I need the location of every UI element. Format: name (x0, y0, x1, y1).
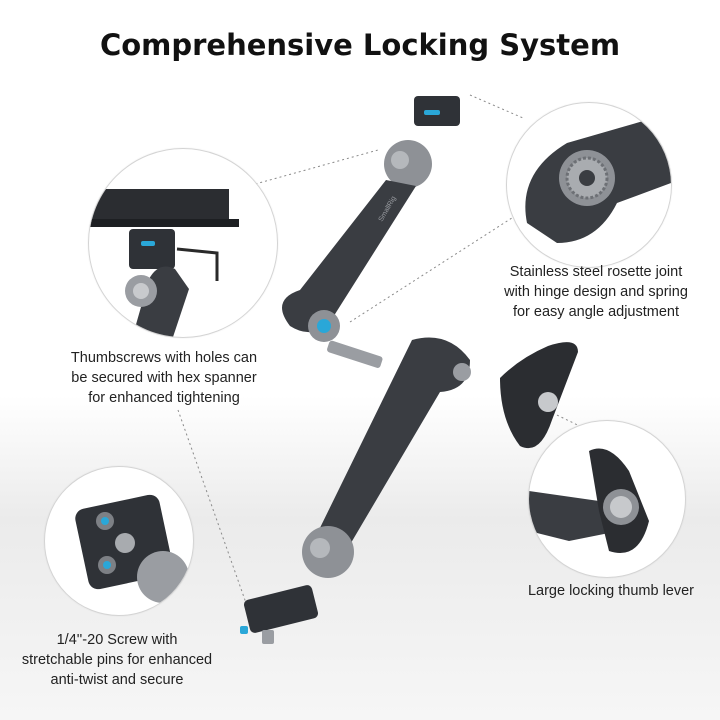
thumbscrew-detail-illustration (89, 189, 239, 337)
caption-rosette: Stainless steel rosette joint with hinge… (504, 264, 688, 320)
page-title: Comprehensive Locking System (99, 28, 621, 62)
lever-detail-illustration (529, 448, 649, 553)
detail-circle-lever (528, 420, 686, 578)
connector-rosette-line (469, 94, 524, 119)
screw-detail-illustration (75, 494, 189, 603)
caption-lever: Large locking thumb lever (527, 583, 695, 599)
detail-circle-screw (44, 466, 194, 616)
connector-screw-line (177, 409, 253, 621)
caption-screw: 1/4''-20 Screw with stretchable pins for… (21, 632, 213, 688)
caption-thumbscrews: Thumbscrews with holes can be secured wi… (70, 350, 258, 406)
rosette-detail-illustration (525, 113, 671, 243)
detail-circle-thumbscrew (88, 148, 278, 338)
detail-circle-rosette (506, 102, 672, 268)
connector-thumbscrew-line (211, 149, 379, 197)
